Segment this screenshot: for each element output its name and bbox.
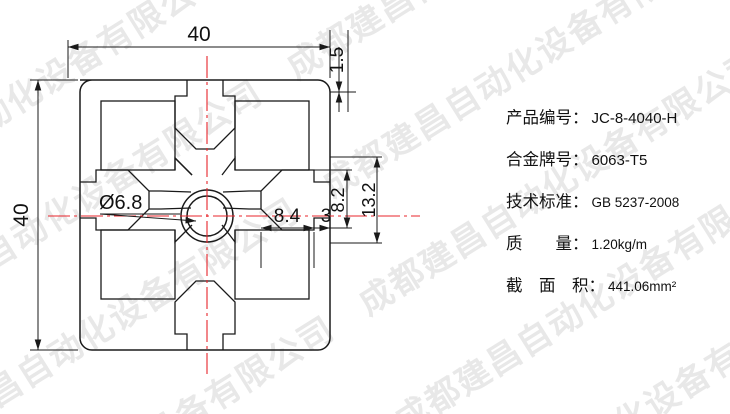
spec-label: 产品编号： [506,108,589,127]
dim-slot-lip: 3 [321,206,332,227]
dim-bore: Ø6.8 [99,192,142,214]
t-slot-bottom [174,280,236,350]
dimension-lines [30,30,382,351]
spec-label: 质 量： [506,234,589,253]
spec-row-alloy: 合金牌号： 6063-T5 [506,146,730,188]
t-slot-right [260,169,330,231]
dim-top-width: 40 [187,23,210,46]
dim-slot-depth: 8.2 [328,187,348,212]
dimension-labels: 40 1.5 40 Ø6.8 8.4 3 8.2 13.2 [10,23,379,227]
spec-row-standard: 技术标准： GB 5237-2008 [506,188,730,230]
spec-label: 截 面 积： [506,276,605,295]
t-slot-left [80,169,150,231]
centre-lines [48,56,420,374]
spec-value: 6063-T5 [591,152,648,169]
spec-row-product-code: 产品编号： JC-8-4040-H [506,104,730,146]
profile-outline [79,79,331,351]
spec-row-section-area: 截 面 积： 441.06mm² [506,272,730,314]
spec-label: 技术标准： [506,192,589,211]
dim-left-height: 40 [10,203,33,226]
spec-row-weight: 质 量： 1.20kg/m [506,230,730,272]
spec-value: JC-8-4040-H [591,110,678,127]
specification-list: 产品编号： JC-8-4040-H 合金牌号： 6063-T5 技术标准： GB… [506,104,730,314]
spec-value: 1.20kg/m [591,237,648,252]
spec-label: 合金牌号： [506,150,589,169]
spec-value: GB 5237-2008 [591,195,680,210]
dim-slot-mouth: 8.4 [274,206,301,227]
dim-slot-total: 13.2 [359,182,379,217]
dim-wall: 1.5 [327,47,348,73]
spec-value: 441.06mm² [608,279,677,294]
diagonal-ribs [149,156,261,244]
t-slot-top [174,80,236,150]
